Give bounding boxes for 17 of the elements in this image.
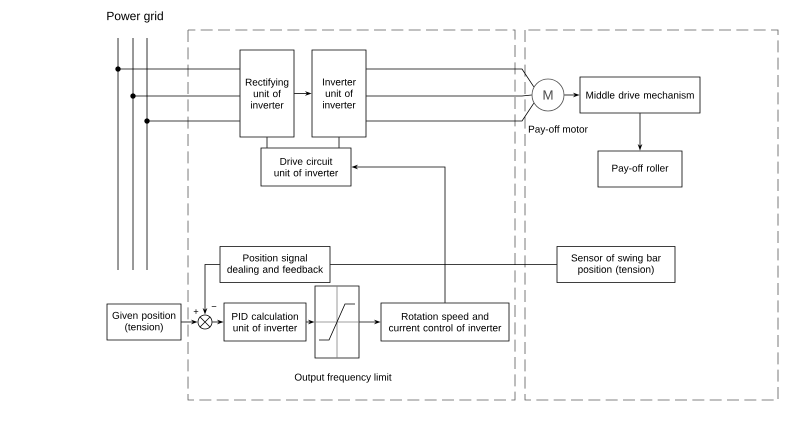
node-label: Pay-off motor — [528, 125, 588, 135]
limiter-box — [314, 286, 360, 358]
node-label: Output frequency limit — [294, 373, 392, 383]
sign-label: + — [194, 309, 198, 314]
summing-junction — [198, 314, 212, 330]
process-box: Inverter unit of inverter — [312, 50, 366, 138]
sign-label: − — [212, 306, 216, 307]
process-box: Rotation speed and current control of inverter — [380, 302, 510, 342]
process-box: Rectifying unit of inverter — [240, 50, 294, 138]
process-box: Sensor of swing bar position (tension) — [556, 246, 676, 283]
process-box: Pay-off roller — [598, 150, 682, 188]
title-label: Power grid — [107, 11, 163, 23]
process-box: PID calculation unit of inverter — [224, 302, 306, 342]
process-box: Drive circuit unit of inverter — [260, 148, 352, 186]
process-box: Position signal dealing and feedback — [220, 246, 330, 283]
process-box: Middle drive mechanism — [580, 76, 700, 114]
input-box: Given position (tension) — [106, 304, 182, 340]
